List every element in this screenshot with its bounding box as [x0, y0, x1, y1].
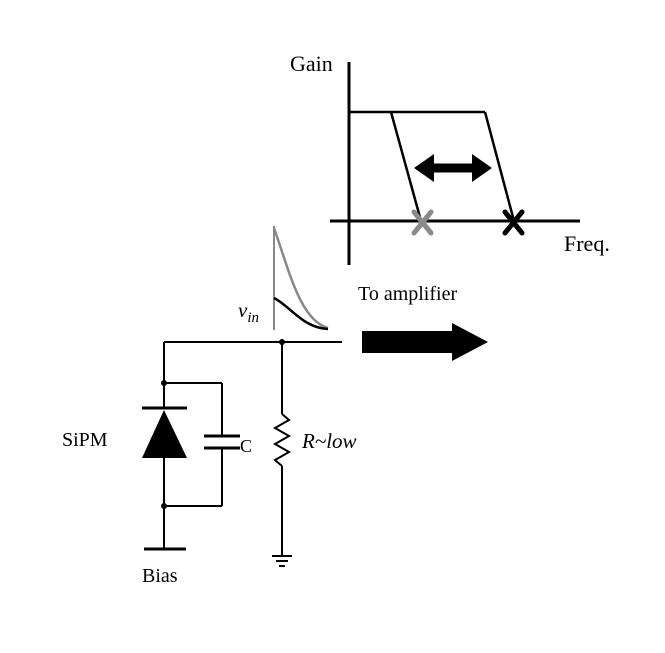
junction-dot — [161, 380, 167, 386]
junction-dots — [161, 339, 285, 509]
sipm-diode-icon — [142, 406, 187, 458]
capacitor-label: C — [240, 436, 252, 456]
pulse-small-black — [273, 296, 329, 331]
sipm-label: SiPM — [62, 429, 108, 451]
v-in-label: vin — [238, 298, 259, 326]
high-cutoff-marker — [502, 209, 525, 236]
to-amplifier: To amplifier — [358, 283, 488, 361]
ground-icon — [272, 555, 292, 567]
junction-dot — [161, 503, 167, 509]
gain-frequency-plot: Gain Freq. — [290, 51, 610, 265]
junction-dot — [279, 339, 285, 345]
gain-curve-high-cutoff — [483, 111, 516, 222]
sipm-circuit — [144, 341, 342, 567]
resistor-label: R~low — [301, 429, 357, 453]
to-amplifier-arrow-icon — [362, 323, 488, 361]
pulse-large-gray — [272, 227, 329, 330]
low-cutoff-marker — [411, 209, 434, 236]
gain-axis-label: Gain — [290, 51, 333, 76]
bias-label: Bias — [142, 565, 178, 587]
freq-axis-label: Freq. — [564, 231, 610, 256]
gain-curve-low-cutoff — [389, 111, 423, 222]
cutoff-shift-double-arrow-icon — [414, 154, 492, 182]
to-amplifier-label: To amplifier — [358, 283, 457, 305]
resistor-zigzag — [272, 413, 292, 467]
input-pulse: vin — [238, 226, 329, 331]
